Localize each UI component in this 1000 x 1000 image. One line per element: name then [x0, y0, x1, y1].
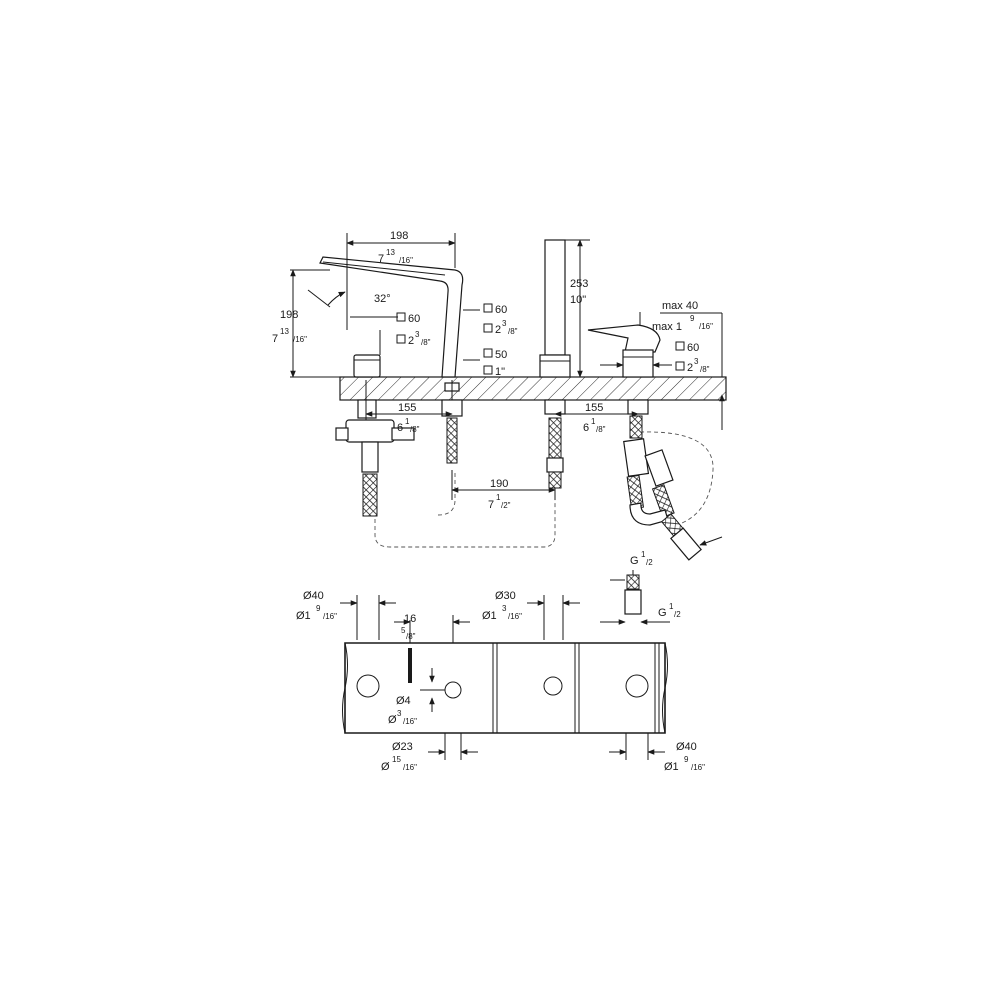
spacing-left-in: 6 — [397, 422, 403, 434]
hole-small-in: Ø — [381, 761, 390, 773]
dimension-lines — [290, 233, 725, 625]
labels: 198 7 13 /16" 198 7 13 /16" 32° 60 2 3 /… — [272, 230, 713, 773]
spacing-right-in: 6 — [583, 422, 589, 434]
frac: 9 — [690, 314, 695, 323]
plan-dimension-lines — [340, 595, 665, 760]
frac: 3 — [397, 709, 402, 718]
lever-max-mm: max 40 — [662, 300, 698, 312]
hole-small-mm: Ø23 — [392, 741, 413, 753]
pin-in: Ø — [388, 714, 397, 726]
frac: /16" — [403, 717, 417, 726]
frac: 3 — [415, 330, 420, 339]
frac: /2 — [646, 558, 653, 567]
frac: 1 — [591, 417, 596, 426]
shower-height-mm: 253 — [570, 278, 588, 290]
handle-sq-mm: 60 — [408, 313, 420, 325]
spout-sq-in: 2 — [495, 324, 501, 336]
spacing-mid-in: 7 — [488, 499, 494, 511]
frac: 3 — [694, 357, 699, 366]
frac: 13 — [386, 248, 395, 257]
hole-right-mm: Ø40 — [676, 741, 697, 753]
frac: /16" — [508, 612, 522, 621]
hole-mid — [543, 676, 563, 696]
frac: /2" — [501, 501, 511, 510]
frac: 3 — [502, 604, 507, 613]
hole-mid-in: Ø1 — [482, 610, 497, 622]
mixer-sq-in: 2 — [687, 362, 693, 374]
frac: /16" — [323, 612, 337, 621]
pullout-hose-loop-right — [639, 431, 714, 524]
frac: 3 — [502, 319, 507, 328]
frac: /8" — [421, 338, 431, 347]
pin-slot — [408, 648, 412, 683]
angle-label: 32° — [374, 293, 391, 305]
edge-in: /8" — [406, 632, 416, 641]
diverter-mixer — [587, 324, 702, 561]
hole-mid-mm: Ø30 — [495, 590, 516, 602]
thread-2: G — [658, 607, 667, 619]
frac: 1 — [405, 417, 410, 426]
frac: 5 — [401, 626, 406, 635]
frac: /16" — [293, 335, 307, 344]
edge-mm: 16 — [404, 613, 416, 625]
pin-mm: Ø4 — [396, 695, 411, 707]
handle-left — [335, 354, 415, 517]
frac: /16" — [399, 256, 413, 265]
frac: 9 — [684, 755, 689, 764]
deck-section — [339, 376, 727, 401]
thread-1: G — [630, 555, 639, 567]
spacing-right-mm: 155 — [585, 402, 603, 414]
frac: /16" — [403, 763, 417, 772]
shower-height-in: 10" — [570, 294, 586, 306]
spout-height-mm: 198 — [280, 309, 298, 321]
mixer-sq-mm: 60 — [687, 342, 699, 354]
hole-left — [356, 674, 380, 698]
spacing-mid-mm: 190 — [490, 478, 508, 490]
spout-base-mm: 50 — [495, 349, 507, 361]
hole-right — [625, 674, 649, 698]
hole-right-in: Ø1 — [664, 761, 679, 773]
frac: /16" — [691, 763, 705, 772]
spout-base-in: 1" — [495, 366, 505, 378]
hole-left-mm: Ø40 — [303, 590, 324, 602]
spout-reach-mm: 198 — [390, 230, 408, 242]
frac: /16" — [699, 322, 713, 331]
frac: /8" — [596, 425, 606, 434]
hand-shower — [539, 239, 571, 489]
hole-small — [444, 681, 462, 699]
plan-view — [340, 595, 668, 760]
supply-hose — [624, 574, 642, 615]
frac: 9 — [316, 604, 321, 613]
frac: /8" — [508, 327, 518, 336]
spout-height-in: 7 — [272, 333, 278, 345]
spacing-left-mm: 155 — [398, 402, 416, 414]
frac: 13 — [280, 327, 289, 336]
frac: 1 — [641, 550, 646, 559]
frac: /8" — [700, 365, 710, 374]
frac: /2 — [674, 610, 681, 619]
frac: 15 — [392, 755, 401, 764]
frac: 1 — [496, 493, 501, 502]
frac: 1 — [669, 602, 674, 611]
handle-sq-in: 2 — [408, 335, 414, 347]
frac: /8" — [410, 425, 420, 434]
elevation-view — [290, 233, 727, 625]
spout-sq-mm: 60 — [495, 304, 507, 316]
spout-reach-in: 7 — [378, 253, 384, 265]
pullout-hose-loop — [374, 490, 556, 548]
hole-left-in: Ø1 — [296, 610, 311, 622]
lever-max-in: max 1 — [652, 321, 682, 333]
